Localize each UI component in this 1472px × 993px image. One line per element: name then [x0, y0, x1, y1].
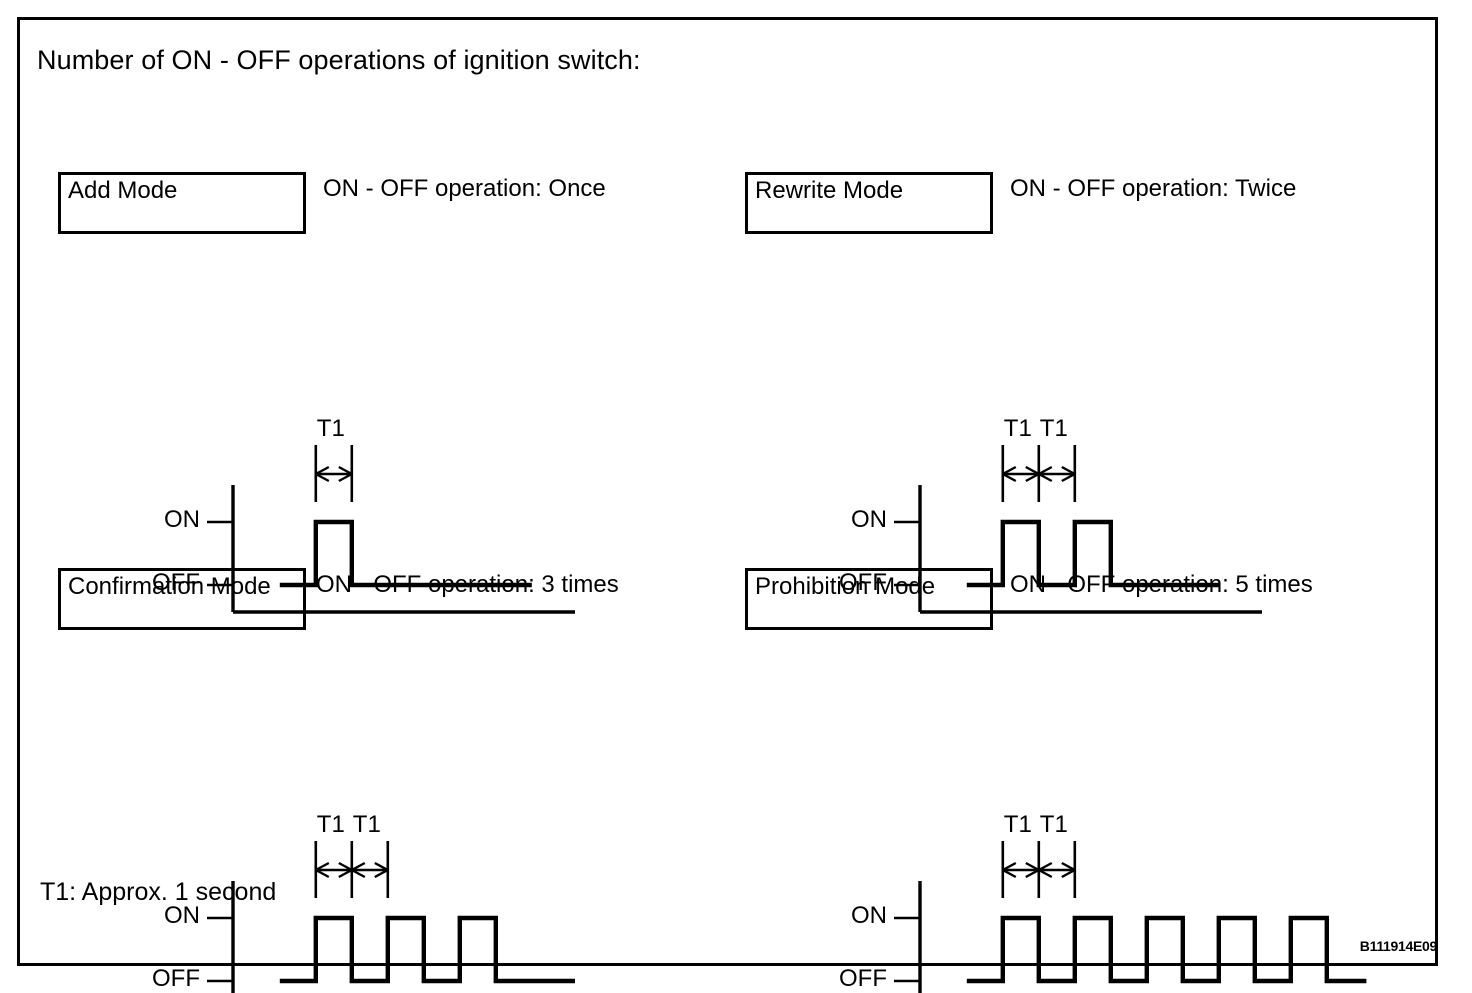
t1-dimension-label: T1 [1003, 811, 1032, 838]
page-title: Number of ON - OFF operations of ignitio… [37, 45, 641, 75]
off-label: OFF [152, 569, 200, 596]
off-label: OFF [839, 965, 887, 992]
arrowhead-left-lower-2 [351, 868, 366, 879]
t1-dimension-label: T1 [316, 415, 345, 442]
image-code: B111914E09 [1359, 938, 1438, 954]
operation-text: ON - OFF operation: 5 times [1010, 571, 1313, 598]
arrowhead-left-upper-2 [1038, 861, 1053, 872]
on-label: ON [851, 506, 887, 533]
arrowhead-right-upper-1 [338, 465, 353, 476]
arrowhead-right-upper-2 [1061, 861, 1076, 872]
t1-dimension-label: T1 [1003, 415, 1032, 442]
waveform-rewrite-mode [894, 445, 1262, 614]
signal-trace [966, 915, 1367, 984]
arrowhead-right-lower-2 [374, 868, 389, 879]
arrowhead-right-lower-1 [338, 868, 353, 879]
arrowhead-right-lower-1 [1025, 868, 1040, 879]
on-label: ON [164, 506, 200, 533]
arrowhead-right-upper-1 [1025, 465, 1040, 476]
signal-trace [279, 519, 532, 588]
waveform-prohibition-mode [894, 841, 1367, 993]
arrowhead-right-upper-1 [1025, 861, 1040, 872]
off-label: OFF [152, 965, 200, 992]
outer-frame [17, 17, 1438, 966]
arrowhead-left-upper-1 [315, 861, 330, 872]
t1-dimension-label: T1 [1039, 811, 1068, 838]
operation-text: ON - OFF operation: 3 times [316, 571, 619, 598]
mode-box-confirmation-mode: Confirmation Mode [58, 568, 306, 630]
arrowhead-left-lower-1 [315, 472, 330, 483]
arrowhead-left-lower-1 [315, 868, 330, 879]
signal-trace [966, 519, 1219, 588]
off-label: OFF [839, 569, 887, 596]
arrowhead-left-lower-2 [1038, 472, 1053, 483]
arrowhead-left-lower-2 [1038, 868, 1053, 879]
arrowhead-left-upper-1 [315, 465, 330, 476]
mode-box-add-mode: Add Mode [58, 172, 306, 234]
arrowhead-right-lower-1 [338, 472, 353, 483]
mode-box-rewrite-mode: Rewrite Mode [745, 172, 993, 234]
arrowhead-left-lower-1 [1002, 868, 1017, 879]
arrowhead-left-lower-1 [1002, 472, 1017, 483]
mode-name-label: Rewrite Mode [755, 177, 904, 204]
arrowhead-left-upper-2 [1038, 465, 1053, 476]
mode-name-label: Confirmation Mode [68, 573, 271, 600]
arrowhead-left-upper-2 [351, 861, 366, 872]
signal-trace [279, 915, 575, 984]
arrowhead-right-upper-2 [374, 861, 389, 872]
mode-name-label: Add Mode [68, 177, 178, 204]
arrowhead-left-upper-1 [1002, 465, 1017, 476]
on-label: ON [851, 902, 887, 929]
arrowhead-left-upper-1 [1002, 861, 1017, 872]
operation-text: ON - OFF operation: Twice [1010, 175, 1297, 202]
t1-dimension-label: T1 [352, 811, 381, 838]
arrowhead-right-lower-1 [1025, 472, 1040, 483]
footnote-t1: T1: Approx. 1 second [40, 878, 277, 906]
t1-dimension-label: T1 [1039, 415, 1068, 442]
on-label: ON [164, 902, 200, 929]
mode-box-prohibition-mode: Prohibition Mode [745, 568, 993, 630]
arrowhead-right-upper-2 [1061, 465, 1076, 476]
t1-dimension-label: T1 [316, 811, 345, 838]
waveform-confirmation-mode [207, 841, 575, 993]
arrowhead-right-upper-1 [338, 861, 353, 872]
operation-text: ON - OFF operation: Once [323, 175, 606, 202]
arrowhead-right-lower-2 [1061, 472, 1076, 483]
arrowhead-right-lower-2 [1061, 868, 1076, 879]
mode-name-label: Prohibition Mode [755, 573, 936, 600]
waveform-add-mode [207, 445, 575, 614]
